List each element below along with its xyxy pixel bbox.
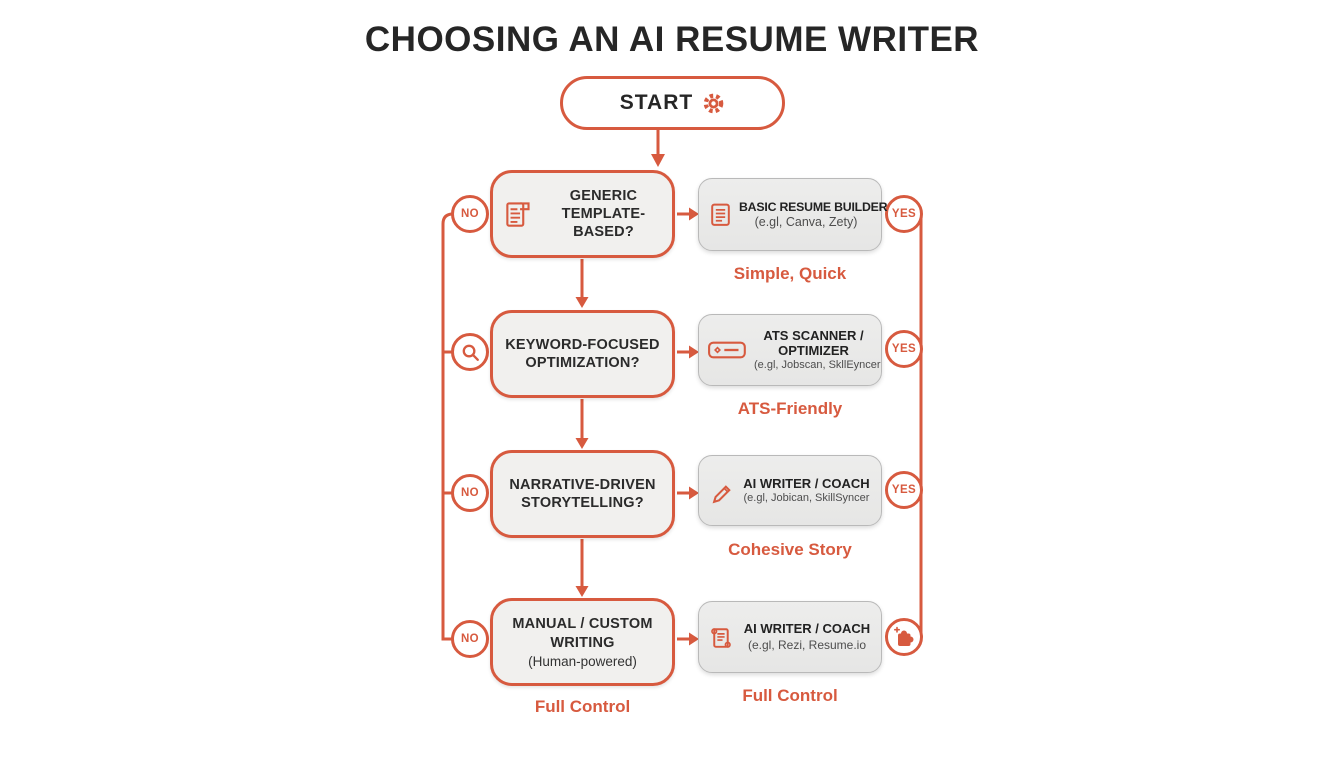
result-title: AI WRITER / COACH [743,621,871,637]
connector-lines [441,130,923,641]
result-basic-resume-builder: BASIC RESUME BUILDER (e.gl, Canva, Zety) [698,178,888,251]
yes-badge-2: YES [885,330,923,368]
yes-badge-label: YES [891,208,917,220]
result-title: AI WRITER / COACH [743,475,870,491]
no-rail [441,212,454,641]
puzzle-badge [885,618,923,656]
result-ats-scanner: ATS SCANNER / OPTIMIZER (e.gl, Jobscan, … [698,314,882,386]
result-ai-writer-coach-1: AI WRITER / COACH (e.gl, Jobican, SkillS… [698,455,882,526]
decision-keyword-optimization: KEYWORD-FOCUSED OPTIMIZATION? [490,310,675,398]
arrowheads [575,154,699,646]
result-subtitle: (e.gl, Jobican, SkillSyncer [743,492,870,505]
page-title: CHOOSING AN AI RESUME WRITER [364,20,980,59]
no-badge-4: NO [451,620,489,658]
magnifier-icon [459,341,482,364]
yes-badge-3: YES [885,471,923,509]
gear-icon [702,92,725,115]
no-badge-3: NO [451,474,489,512]
puzzle-icon [892,625,916,649]
decision-title: GENERIC TEMPLATE-BASED? [561,187,646,241]
scroll-icon [707,623,736,652]
caption-simple-quick: Simple, Quick [733,264,847,283]
template-document-icon [501,196,537,232]
caption-full-control-result: Full Control [742,686,838,705]
start-label: START [619,91,694,114]
pencil-icon [707,477,735,505]
no-badge-label: NO [460,487,480,499]
document-icon [707,201,734,228]
decision-title: KEYWORD-FOCUSED OPTIMIZATION? [505,336,660,371]
yes-badge-1: YES [885,195,923,233]
start-node[interactable]: START [560,76,785,130]
result-ai-writer-coach-2: AI WRITER / COACH (e.gl, Rezi, Resume.io [698,601,882,673]
magnifier-badge [451,333,489,371]
result-title: BASIC RESUME BUILDER [739,199,888,214]
no-badge-1: NO [451,195,489,233]
decision-title: NARRATIVE-DRIVEN STORYTELLING? [509,476,656,511]
decision-subtitle: (Human-powered) [528,653,637,669]
caption-ats-friendly: ATS-Friendly [737,399,843,418]
no-badge-label: NO [460,633,480,645]
result-subtitle: (e.gl, Canva, Zety) [754,215,858,230]
result-subtitle: (e.gl, Rezi, Resume.io [747,637,867,652]
result-title: ATS SCANNER / OPTIMIZER [763,327,864,358]
decision-narrative-storytelling: NARRATIVE-DRIVEN STORYTELLING? [490,450,675,538]
decision-manual-writing: MANUAL / CUSTOM WRITING (Human-powered) [490,598,675,686]
result-subtitle: (e.gl, Jobscan, SkllEyncer [754,359,881,372]
caption-cohesive-story: Cohesive Story [728,540,852,559]
yes-badge-label: YES [891,343,917,355]
scanner-icon [707,338,749,362]
no-badge-label: NO [460,208,480,220]
decision-to-result-lines [677,212,689,641]
yes-badge-label: YES [891,484,917,496]
caption-full-control-decision: Full Control [534,697,631,716]
decision-title: MANUAL / CUSTOM WRITING [512,616,653,651]
decision-generic-template: GENERIC TEMPLATE-BASED? [490,170,675,258]
